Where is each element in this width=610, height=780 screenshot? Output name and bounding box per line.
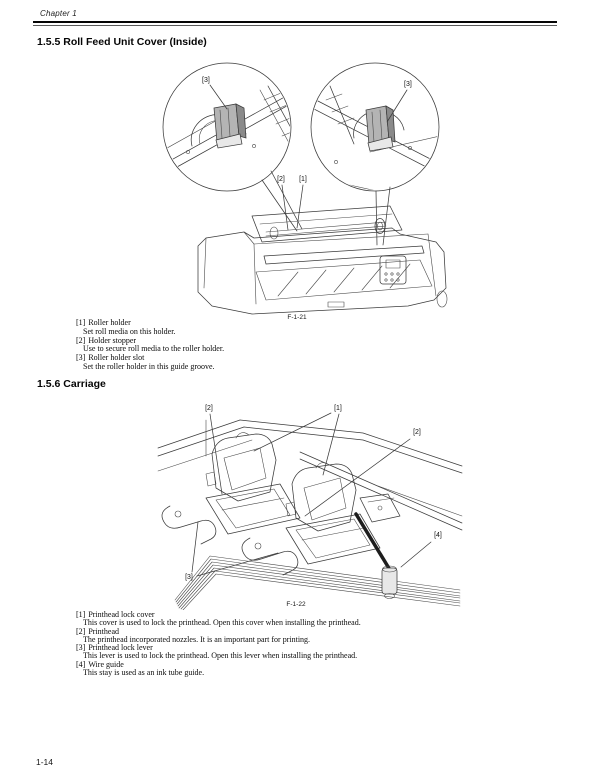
list-item-ref: [3]Printhead lock lever: [76, 643, 153, 653]
list-item-desc: Set roll media on this holder.: [83, 326, 176, 336]
carriage-end-bracket: [359, 493, 401, 523]
header-rule-thin: [33, 25, 557, 26]
lock-lever-right: [241, 537, 299, 576]
callout-3-right: [3]: [404, 81, 412, 88]
callout-2-left: [2]: [205, 405, 213, 412]
list-item-desc: Set the roller holder in this guide groo…: [83, 361, 215, 371]
printer-drawing: [197, 205, 448, 315]
page-number: 1-14: [36, 757, 54, 767]
roller-holder-slot-right: [365, 105, 396, 152]
leader-3-left: [209, 84, 228, 110]
header-rule-thick: [33, 21, 557, 23]
callout-1: [1]: [299, 176, 307, 183]
section-heading-carriage: 1.5.6 Carriage: [37, 378, 106, 390]
figure-caption-1: F-1-21: [287, 314, 307, 321]
callout-1: [1]: [334, 405, 342, 412]
lock-lever-left: [161, 505, 217, 545]
printhead-unit-right: [285, 462, 381, 565]
leader-1-a: [253, 412, 332, 452]
callout-3-left: [3]: [202, 77, 210, 84]
wire-guide-drawing: [354, 512, 398, 599]
roller-holder-slot-left: [213, 103, 247, 149]
chapter-header: Chapter 1: [40, 9, 77, 18]
magnifier-funnel-lines: [261, 170, 391, 246]
list-item-ref: [2]Printhead: [76, 626, 119, 636]
detail-circle-right: [310, 62, 440, 192]
list-item-ref: [2]Holder stopper: [76, 335, 137, 345]
leader-1-b: [322, 413, 340, 476]
parts-list-roll-feed: [1]Roller holder Set roll media on this …: [76, 318, 225, 372]
ink-tube-bundle: [174, 555, 461, 610]
carriage-rails: [157, 419, 463, 531]
leader-2-left: [209, 413, 223, 495]
parts-list-carriage: [1]Printhead lock cover This cover is us…: [76, 610, 361, 678]
callout-3: [3]: [185, 574, 193, 581]
callout-2: [2]: [277, 176, 285, 183]
callout-2-right: [2]: [413, 429, 421, 436]
list-item-ref: [4]Wire guide: [76, 659, 124, 669]
list-item-desc: The printhead incorporated nozzles. It i…: [83, 634, 311, 644]
list-item-ref: [1]Roller holder: [76, 318, 131, 327]
leader-3-right: [386, 89, 408, 123]
section-heading-roll-feed-unit-cover: 1.5.5 Roll Feed Unit Cover (Inside): [37, 36, 207, 48]
leader-4: [400, 541, 432, 568]
detail-circle-left: [162, 62, 292, 192]
leader-2-right: [304, 438, 411, 517]
list-item-desc: Use to secure roll media to the roller h…: [83, 344, 225, 354]
control-panel-drawing: [379, 255, 407, 285]
printhead-unit-left: [205, 432, 301, 535]
list-item-ref: [1]Printhead lock cover: [76, 610, 155, 619]
leader-2: [281, 184, 289, 231]
figure-roll-feed-unit-cover: [3]: [162, 62, 448, 321]
leader-3-b: [196, 552, 279, 577]
leader-3-a: [191, 521, 199, 573]
list-item-ref: [3]Roller holder slot: [76, 353, 145, 363]
leader-1: [296, 184, 304, 229]
list-item-desc: This stay is used as an ink tube guide.: [83, 668, 205, 678]
figure-caption-2: F-1-22: [286, 601, 306, 608]
list-item-desc: This lever is used to lock the printhead…: [83, 651, 358, 661]
list-item-desc: This cover is used to lock the printhead…: [83, 618, 361, 628]
figure-carriage: [2] [1] [2] [4] [3] F-1-22: [157, 405, 463, 610]
callout-4: [4]: [434, 532, 442, 539]
